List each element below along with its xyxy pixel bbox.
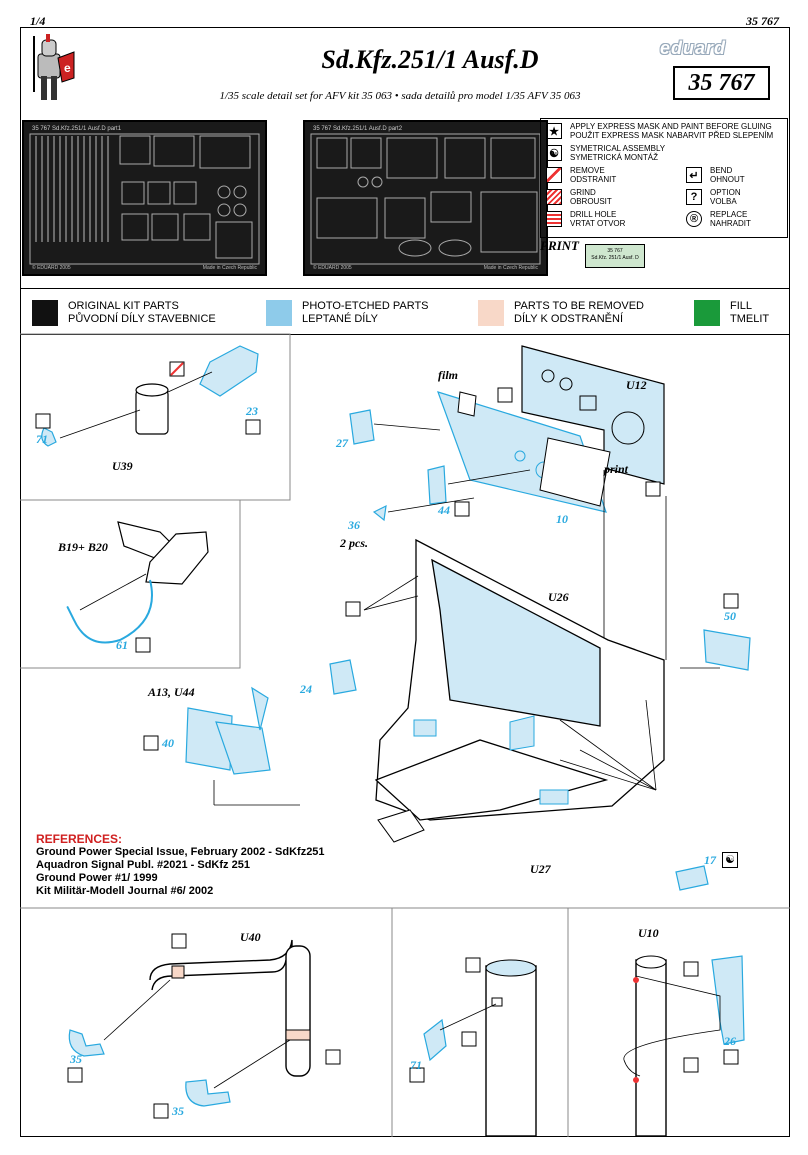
- fret-label: 35 767 Sd.Kfz.251/1 Ausf.D part2: [313, 126, 403, 132]
- label-u39: U39: [112, 459, 133, 473]
- yin-yang-icon: ☯: [722, 852, 738, 868]
- eduard-logo: eduard: [660, 38, 727, 58]
- label-part-71-b: 71: [410, 1058, 422, 1072]
- color-key-line1: PHOTO-ETCHED PARTS: [302, 300, 429, 312]
- legend-row-bend: ↵ BEND OHNOUT: [686, 166, 786, 184]
- drill-icon: [546, 211, 562, 227]
- references: REFERENCES: Ground Power Special Issue, …: [36, 833, 325, 898]
- label-part-36: 36: [348, 518, 360, 532]
- divider: [20, 334, 790, 335]
- label-part-50: 50: [724, 609, 736, 623]
- label-part-24: 24: [300, 682, 312, 696]
- remove-icon: [546, 167, 562, 183]
- legend-row-option: ? OPTION VOLBA: [686, 188, 786, 206]
- label-part-27: 27: [336, 436, 348, 450]
- label-part-35-a: 35: [70, 1052, 82, 1066]
- label-film: film: [438, 368, 458, 382]
- swatch: [694, 300, 720, 326]
- label-a13-u44: A13, U44: [148, 685, 195, 699]
- label-part-71: 71: [36, 432, 48, 446]
- symbol-legend: [540, 118, 788, 238]
- label-u10: U10: [638, 926, 659, 940]
- color-key-line2: PŮVODNÍ DÍLY STAVEBNICE: [68, 313, 216, 325]
- legend-text: REPLACE NAHRADIT: [710, 210, 751, 228]
- legend-row-replace: ® REPLACE NAHRADIT: [686, 210, 786, 228]
- page-title: Sd.Kfz.251/1 Ausf.D: [321, 45, 539, 74]
- color-key-line1: FILL: [730, 300, 753, 312]
- legend-row-remove: REMOVE ODSTRANIT: [546, 166, 666, 184]
- legend-text: DRILL HOLE VRTAT OTVOR: [570, 210, 626, 228]
- references-heading: REFERENCES:: [36, 832, 123, 846]
- label-part-26: 26: [724, 1034, 736, 1048]
- label-u12: U12: [626, 378, 647, 392]
- label-u40: U40: [240, 930, 261, 944]
- color-key-line1: ORIGINAL KIT PARTS: [68, 300, 179, 312]
- divider: [20, 288, 790, 289]
- print-label: PRINT: [540, 238, 579, 253]
- label-part-44: 44: [438, 503, 450, 517]
- label-part-35-b: 35: [172, 1104, 184, 1118]
- label-u26: U26: [548, 590, 569, 604]
- subtitle: 1/35 scale detail set for AFV kit 35 063…: [219, 90, 581, 102]
- reference-item: Kit Militär-Modell Journal #6/ 2002: [36, 885, 214, 897]
- fret-made-in: Made in Czech Republic: [483, 265, 538, 271]
- print-decal-thumbnail: 35 767 Sd.Kfz. 251/1 Ausf. D: [585, 244, 645, 268]
- legend-row-drill: DRILL HOLE VRTAT OTVOR: [546, 210, 666, 228]
- page-number: 1/4: [30, 14, 46, 28]
- legend-text: APPLY EXPRESS MASK AND PAINT BEFORE GLUI…: [570, 122, 774, 140]
- color-key-line2: TMELIT: [730, 313, 770, 325]
- label-print: print: [604, 462, 629, 476]
- replace-icon: ®: [686, 211, 702, 227]
- legend-row-mask: ★ APPLY EXPRESS MASK AND PAINT BEFORE GL…: [546, 122, 786, 140]
- knight-mascot-logo: e: [24, 32, 80, 112]
- product-code: 35 767: [673, 66, 770, 100]
- bend-icon: ↵: [686, 167, 702, 183]
- color-key-line2: DÍLY K ODSTRANĚNÍ: [514, 313, 624, 325]
- color-key-line2: LEPTANÉ DÍLY: [302, 313, 379, 325]
- fret-copyright: © EDUARD 2005: [32, 265, 71, 271]
- header-code: 35 767: [746, 14, 779, 28]
- swatch: [32, 300, 58, 326]
- legend-text: GRIND OBROUSIT: [570, 188, 612, 206]
- legend-text: REMOVE ODSTRANIT: [570, 166, 617, 184]
- color-key-line1: PARTS TO BE REMOVED: [514, 300, 644, 312]
- grind-icon: [546, 189, 562, 205]
- star-icon: ★: [546, 123, 562, 139]
- label-part-23: 23: [246, 404, 258, 418]
- legend-text: SYMETRICAL ASSEMBLY SYMETRICKÁ MONTÁŽ: [570, 144, 666, 162]
- label-2-pcs: 2 pcs.: [340, 536, 368, 550]
- print-thumb-code: 35 767: [607, 248, 623, 254]
- fret-copyright: © EDUARD 2005: [313, 265, 352, 271]
- print-thumb-name: Sd.Kfz. 251/1 Ausf. D: [591, 255, 639, 261]
- legend-text: BEND OHNOUT: [710, 166, 745, 184]
- legend-text: OPTION VOLBA: [710, 188, 741, 206]
- legend-row-symmetric: ☯ SYMETRICAL ASSEMBLY SYMETRICKÁ MONTÁŽ: [546, 144, 786, 162]
- fret-label: 35 767 Sd.Kfz.251/1 Ausf.D part1: [32, 126, 122, 132]
- swatch: [478, 300, 504, 326]
- yin-yang-icon: ☯: [546, 145, 562, 161]
- legend-row-grind: GRIND OBROUSIT: [546, 188, 666, 206]
- label-part-17: 17: [704, 853, 716, 867]
- reference-item: Ground Power Special Issue, February 200…: [36, 846, 325, 858]
- label-part-40: 40: [162, 736, 174, 750]
- label-part-10: 10: [556, 512, 568, 526]
- option-icon: ?: [686, 189, 702, 205]
- svg-text:e: e: [64, 61, 71, 75]
- reference-item: Aquadron Signal Publ. #2021 - SdKfz 251: [36, 859, 250, 871]
- fret-part1: 35 767 Sd.Kfz.251/1 Ausf.D part1 © EDUAR…: [22, 120, 267, 276]
- swatch: [266, 300, 292, 326]
- label-b19-b20: B19+ B20: [58, 540, 108, 554]
- fret-part1-graphic: [29, 133, 260, 265]
- label-part-61: 61: [116, 638, 128, 652]
- page-frame: [20, 27, 790, 1137]
- reference-item: Ground Power #1/ 1999: [36, 872, 158, 884]
- label-u27: U27: [530, 862, 551, 876]
- fret-made-in: Made in Czech Republic: [202, 265, 257, 271]
